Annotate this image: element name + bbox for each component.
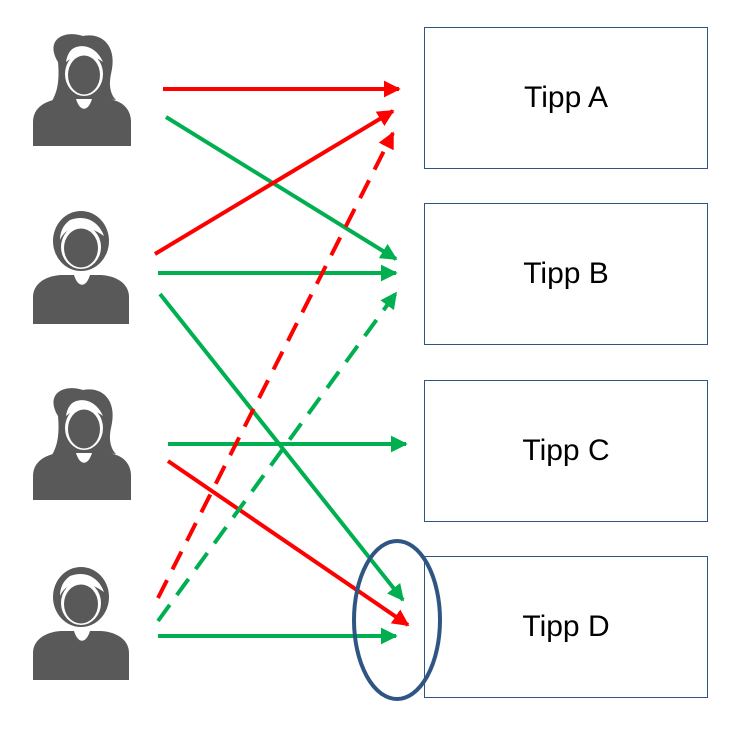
tip-label-a: Tipp A xyxy=(524,81,608,114)
arrow-p1-to-b xyxy=(164,115,398,261)
tip-box-c: Tipp C xyxy=(424,380,708,522)
arrow-p2-to-a xyxy=(153,109,395,256)
arrow-p4-to-a-dashed xyxy=(156,131,395,599)
tip-label-d: Tipp D xyxy=(522,610,610,643)
person-1-woman-icon xyxy=(33,34,131,146)
person-3-woman-icon xyxy=(33,388,131,500)
highlight-ellipse xyxy=(352,539,442,701)
tip-label-b: Tipp B xyxy=(523,257,609,290)
person-2-man-icon xyxy=(33,211,129,324)
arrow-p3-to-d xyxy=(166,459,410,627)
tip-box-d: Tipp D xyxy=(424,556,708,698)
tip-label-c: Tipp C xyxy=(522,434,610,467)
person-4-man-icon xyxy=(33,567,129,680)
arrow-p4-to-b-dashed xyxy=(156,291,398,623)
tip-box-a: Tipp A xyxy=(424,27,708,169)
tip-box-b: Tipp B xyxy=(424,203,708,345)
arrow-p2-to-d xyxy=(158,292,405,602)
